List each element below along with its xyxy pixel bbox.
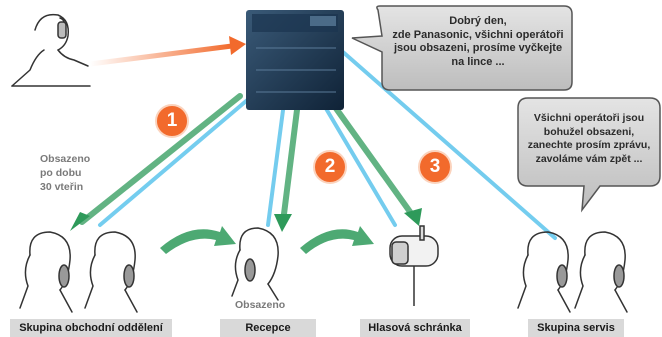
speech-bubble-right — [517, 97, 661, 213]
label-sales-group: Skupina obchodní oddělení — [10, 319, 172, 337]
green-arrows — [79, 93, 416, 225]
bubble-right-text: Všichni operátoři jsou bohužel obsazeni,… — [520, 112, 658, 166]
label-reception: Recepce — [220, 319, 316, 337]
bubble-right-line: bohužel obsazeni, — [543, 125, 635, 138]
orange-arrow — [87, 36, 246, 67]
blue-connection-lines — [98, 43, 557, 240]
caller-person-icon — [11, 13, 91, 87]
label-service-group: Skupina servis — [528, 319, 624, 337]
bubble-top-line: Dobrý den, — [449, 15, 507, 27]
step-badge-1: 1 — [155, 104, 189, 138]
bubble-right-line: zavoláme vám zpět ... — [535, 152, 643, 165]
busy-note-line: Obsazeno — [40, 153, 91, 165]
step-badge-3: 3 — [418, 150, 452, 184]
busy-duration-note: Obsazeno po dobu 30 vteřin — [40, 152, 90, 194]
bubble-right-line: Všichni operátoři jsou — [533, 112, 645, 124]
green-arrowheads — [70, 208, 422, 232]
busy-note-line: po dobu — [40, 167, 82, 179]
step-badge-2: 2 — [313, 150, 347, 184]
mailbox-icon — [389, 225, 439, 306]
bubble-top-text: Dobrý den, zde Panasonic, všichni operát… — [392, 15, 564, 69]
label-voicemail: Hlasová schránka — [360, 319, 470, 337]
bubble-right-line: zanechte prosím zprávu, — [527, 139, 651, 151]
operator-person-icon — [19, 231, 138, 313]
speech-bubble-top — [351, 5, 573, 91]
bubble-top-line: jsou obsazeni, prosíme vyčkejte — [393, 42, 563, 54]
operator-person-icon — [231, 227, 279, 301]
curved-arrows — [160, 226, 374, 254]
pbx-device-icon — [246, 10, 344, 110]
reception-busy-note: Obsazeno — [235, 299, 286, 311]
operator-person-icon — [517, 231, 628, 313]
busy-note-line: 30 vteřin — [40, 181, 84, 193]
bubble-top-line: zde Panasonic, všichni operátoři — [392, 28, 564, 41]
bubble-top-line: na lince ... — [451, 55, 505, 68]
